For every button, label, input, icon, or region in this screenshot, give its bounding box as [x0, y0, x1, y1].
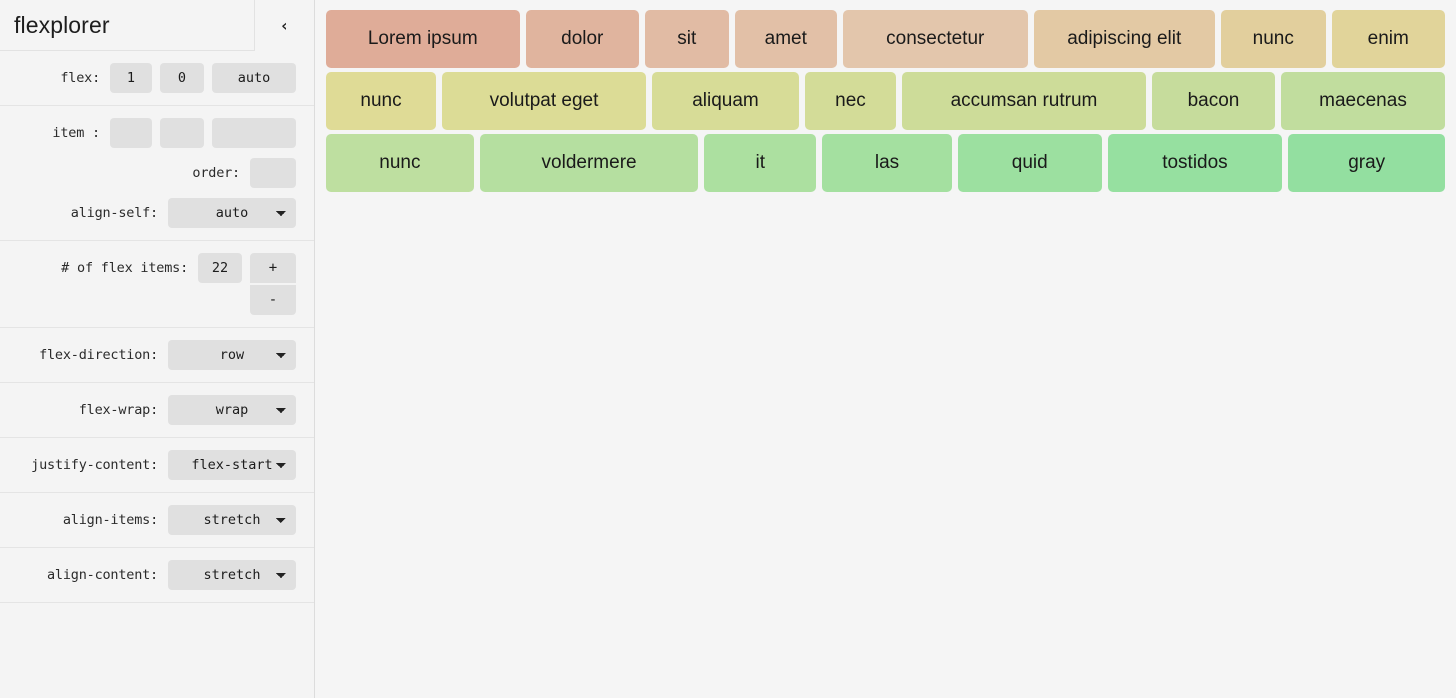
justify-content-label: justify-content:	[31, 457, 158, 473]
chevron-left-icon: ‹	[279, 15, 290, 35]
flex-direction-label: flex-direction:	[39, 347, 158, 363]
flex-item[interactable]: nec	[805, 72, 896, 130]
flex-label: flex:	[60, 70, 100, 86]
item-align-self-subrow: align-self: autoflex-startflex-endcenter…	[71, 198, 296, 228]
flex-item-count-label: # of flex items:	[61, 260, 188, 276]
justify-content-select[interactable]: flex-startflex-endcenterspace-betweenspa…	[168, 450, 296, 480]
item-grow-input[interactable]	[110, 118, 152, 148]
item-basis-input[interactable]	[212, 118, 296, 148]
flex-item[interactable]: Lorem ipsum	[326, 10, 520, 68]
decrement-button[interactable]: -	[250, 285, 296, 315]
align-content-select[interactable]: flex-startflex-endcenterspace-betweenspa…	[168, 560, 296, 590]
flex-item[interactable]: gray	[1288, 134, 1446, 192]
flex-item[interactable]: amet	[734, 10, 837, 68]
align-items-select[interactable]: flex-startflex-endcenterbaselinestretch	[168, 505, 296, 535]
item-order-subrow: order:	[192, 158, 296, 188]
row-flex: flex:	[0, 51, 314, 106]
flex-item[interactable]: nunc	[326, 134, 474, 192]
align-self-label: align-self:	[70, 205, 158, 221]
item-label: item :	[52, 125, 100, 141]
flex-item[interactable]: sit	[645, 10, 729, 68]
row-flex-direction: flex-direction: rowrow-reversecolumncolu…	[0, 328, 314, 383]
row-align-items: align-items: flex-startflex-endcenterbas…	[0, 493, 314, 548]
order-input[interactable]	[250, 158, 296, 188]
flex-item[interactable]: maecenas	[1281, 72, 1445, 130]
flex-item-count-stepper: + -	[250, 253, 296, 315]
row-flex-wrap: flex-wrap: nowrapwrapwrap-reverse	[0, 383, 314, 438]
flex-item-count-input[interactable]	[198, 253, 242, 283]
flex-item[interactable]: it	[704, 134, 817, 192]
align-items-label: align-items:	[62, 512, 158, 528]
flex-item[interactable]: las	[822, 134, 952, 192]
flex-grow-input[interactable]	[110, 63, 152, 93]
flex-item[interactable]: adipiscing elit	[1033, 10, 1215, 68]
sidebar-collapse-button[interactable]: ‹	[254, 0, 314, 51]
align-self-select[interactable]: autoflex-startflex-endcenterbaselinestre…	[168, 198, 296, 228]
order-label: order:	[192, 165, 240, 181]
flex-direction-select[interactable]: rowrow-reversecolumncolumn-reverse	[168, 340, 296, 370]
flex-item[interactable]: dolor	[525, 10, 639, 68]
app-title: flexplorer	[14, 11, 110, 38]
row-item: item : order: align-self: autoflex-start…	[0, 106, 314, 241]
item-shrink-input[interactable]	[160, 118, 204, 148]
flex-item[interactable]: nunc	[1221, 10, 1326, 68]
flex-item[interactable]: nunc	[326, 72, 436, 130]
flex-item[interactable]: quid	[957, 134, 1102, 192]
align-content-label: align-content:	[47, 567, 158, 583]
flex-item[interactable]: volutpat eget	[442, 72, 646, 130]
flex-item[interactable]: consectetur	[843, 10, 1028, 68]
row-align-content: align-content: flex-startflex-endcenters…	[0, 548, 314, 603]
flex-item[interactable]: accumsan rutrum	[902, 72, 1146, 130]
row-justify-content: justify-content: flex-startflex-endcente…	[0, 438, 314, 493]
flex-item[interactable]: bacon	[1152, 72, 1275, 130]
flex-item[interactable]: voldermere	[479, 134, 699, 192]
flex-item[interactable]: enim	[1331, 10, 1445, 68]
row-item-count: # of flex items: + -	[0, 241, 314, 328]
flex-basis-input[interactable]	[212, 63, 296, 93]
flex-wrap-label: flex-wrap:	[78, 402, 158, 418]
flex-shrink-input[interactable]	[160, 63, 204, 93]
item-flex-subrow: item :	[52, 118, 296, 148]
increment-button[interactable]: +	[250, 253, 296, 283]
flex-item[interactable]: aliquam	[652, 72, 799, 130]
flex-item[interactable]: tostidos	[1107, 134, 1283, 192]
flex-wrap-select[interactable]: nowrapwrapwrap-reverse	[168, 395, 296, 425]
sidebar: flexplorer ‹ flex: item :	[0, 0, 315, 698]
sidebar-header: flexplorer ‹	[0, 0, 314, 51]
